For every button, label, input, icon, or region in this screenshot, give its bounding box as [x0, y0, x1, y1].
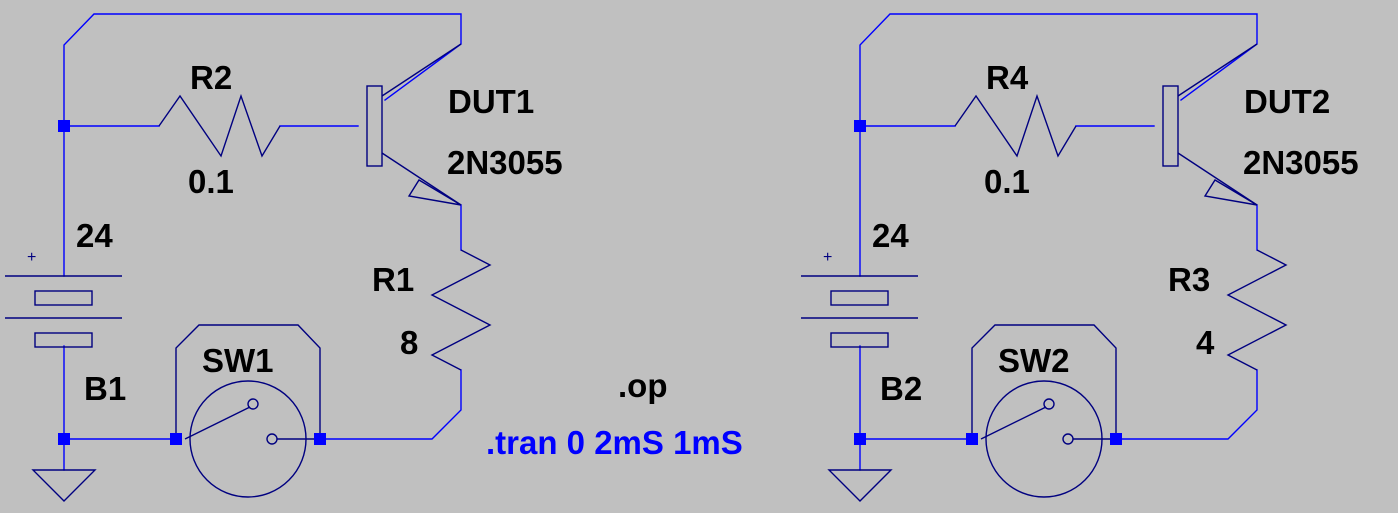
battery-value-label[interactable]: 24 — [872, 217, 909, 254]
emitter-arrow-icon — [1203, 179, 1258, 206]
transistor-model-label[interactable]: 2N3055 — [447, 144, 563, 181]
wire-top-loop[interactable] — [859, 13, 1258, 127]
switch-symbol[interactable] — [971, 324, 1117, 498]
switch-symbol[interactable] — [175, 324, 321, 498]
load-resistor-symbol[interactable] — [1226, 249, 1288, 371]
junction-node[interactable] — [854, 120, 866, 132]
ground-symbol[interactable] — [827, 469, 893, 502]
battery-name-label[interactable]: B2 — [880, 370, 922, 407]
transistor-model-label[interactable]: 2N3055 — [1243, 144, 1359, 181]
load-resistor-value-label[interactable]: 8 — [400, 324, 418, 361]
base-resistor-symbol[interactable] — [954, 93, 1077, 158]
switch-name-label[interactable]: SW2 — [998, 342, 1070, 379]
transistor-name-label[interactable]: DUT1 — [448, 83, 534, 120]
load-resistor-name-label[interactable]: R3 — [1168, 261, 1210, 298]
emitter-arrow-icon — [407, 179, 462, 206]
circuit-2: + DUT2 2N3055 R4 0.1 — [801, 13, 1359, 502]
base-resistor-symbol[interactable] — [158, 93, 281, 158]
switch-name-label[interactable]: SW1 — [202, 342, 274, 379]
transistor-symbol[interactable] — [1162, 43, 1258, 206]
circuit-1-wires — [63, 13, 462, 471]
junction-node[interactable] — [58, 433, 70, 445]
wire-bottom-right[interactable] — [319, 369, 462, 440]
transistor-symbol[interactable] — [366, 43, 462, 206]
base-resistor-name-label[interactable]: R2 — [190, 59, 232, 96]
wire-bottom-right[interactable] — [1115, 369, 1258, 440]
circuit-2-wires — [859, 13, 1258, 471]
load-resistor-symbol[interactable] — [430, 249, 492, 371]
switch-terminal-node[interactable] — [1110, 433, 1122, 445]
base-resistor-name-label[interactable]: R4 — [986, 59, 1029, 96]
tran-directive[interactable]: .tran 0 2mS 1mS — [486, 424, 743, 461]
junction-node[interactable] — [854, 433, 866, 445]
battery-value-label[interactable]: 24 — [76, 217, 113, 254]
junction-node[interactable] — [58, 120, 70, 132]
switch-terminal-node[interactable] — [314, 433, 326, 445]
transistor-name-label[interactable]: DUT2 — [1244, 83, 1330, 120]
battery-name-label[interactable]: B1 — [84, 370, 126, 407]
wire-top-loop[interactable] — [63, 13, 462, 127]
circuit-1: + DUT1 2N3055 R2 0.1 — [5, 13, 563, 502]
battery-plus-sign: + — [27, 249, 36, 266]
load-resistor-name-label[interactable]: R1 — [372, 261, 414, 298]
ground-symbol[interactable] — [31, 469, 97, 502]
base-resistor-value-label[interactable]: 0.1 — [188, 163, 234, 200]
load-resistor-value-label[interactable]: 4 — [1196, 324, 1215, 361]
battery-plus-sign: + — [823, 249, 832, 266]
battery-symbol[interactable]: + — [5, 249, 122, 348]
base-resistor-value-label[interactable]: 0.1 — [984, 163, 1030, 200]
switch-terminal-node[interactable] — [966, 433, 978, 445]
switch-terminal-node[interactable] — [170, 433, 182, 445]
op-directive[interactable]: .op — [618, 367, 667, 404]
battery-symbol[interactable]: + — [801, 249, 918, 348]
